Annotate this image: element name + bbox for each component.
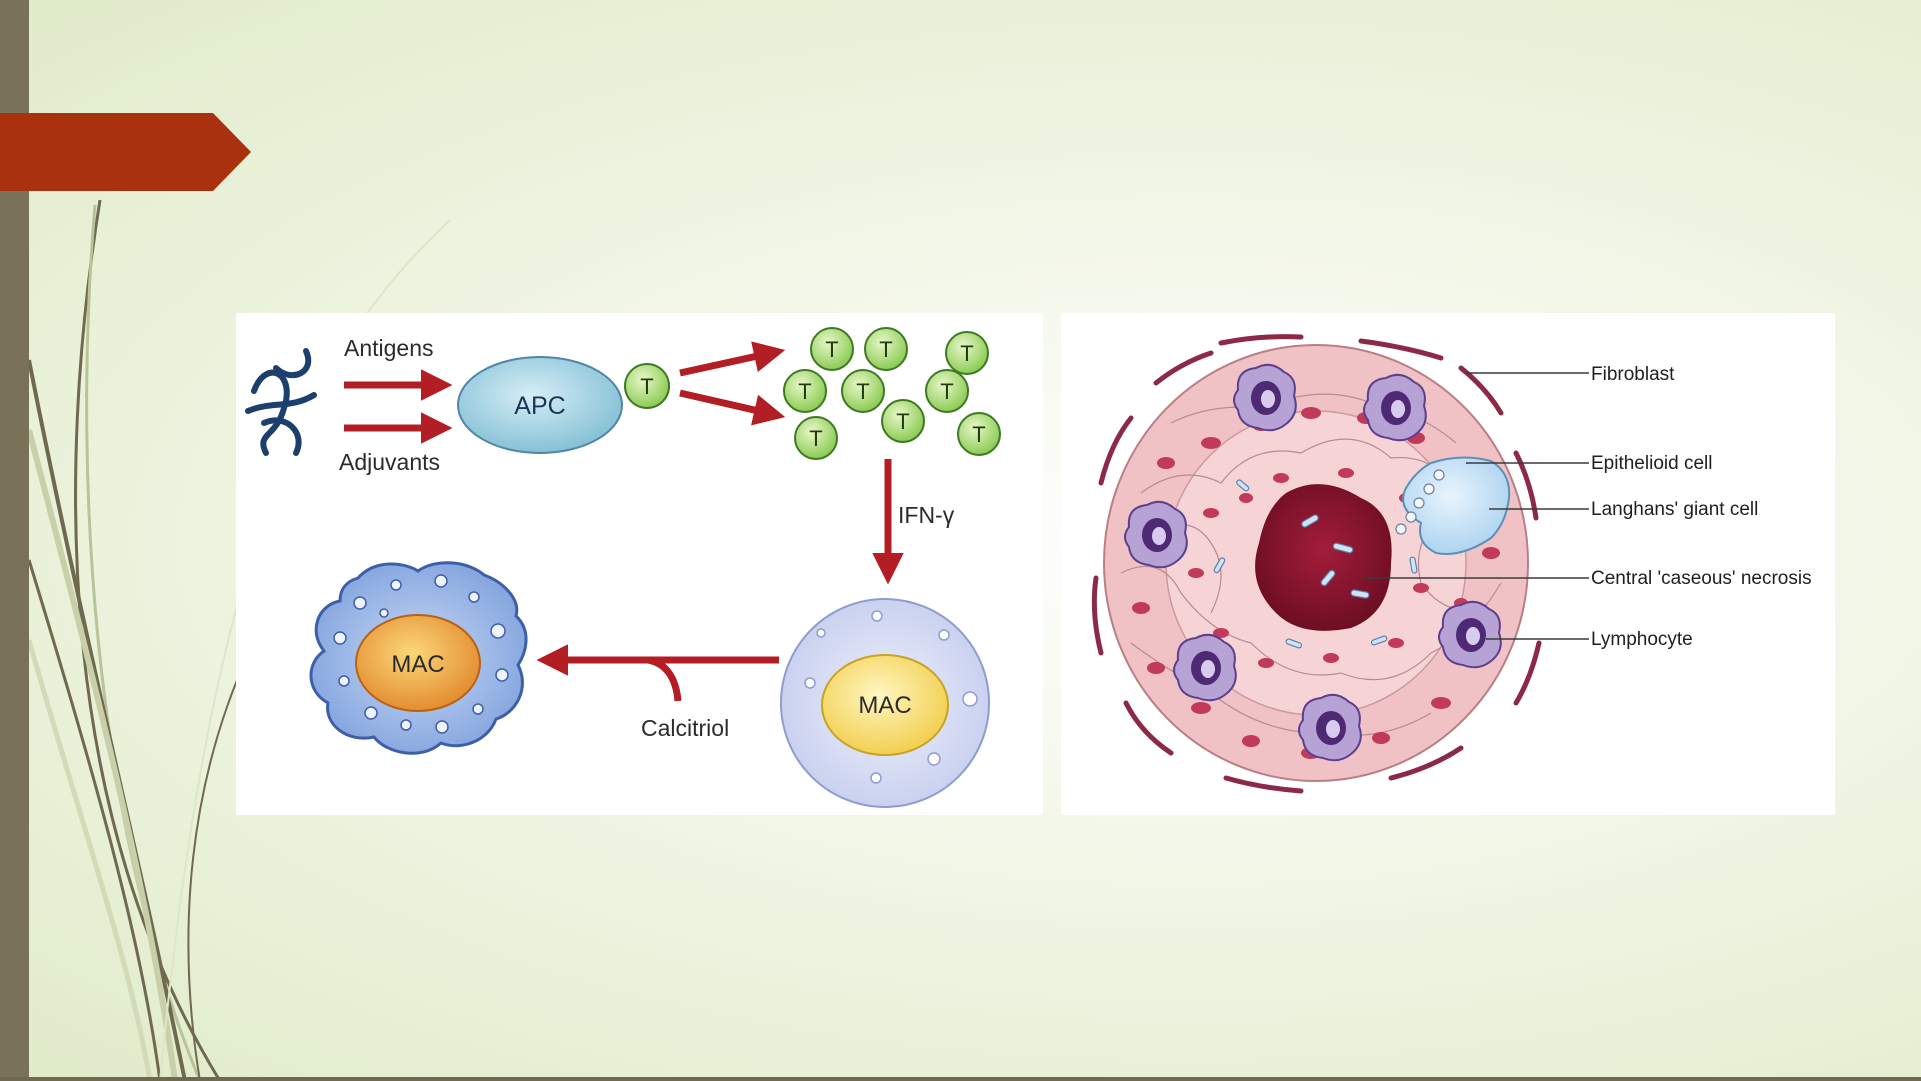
antigens-label: Antigens (344, 335, 434, 361)
t-cell-label: T (896, 409, 909, 434)
antigen-squiggle-icon (248, 351, 314, 453)
fibroblast-label: Fibroblast (1591, 364, 1675, 385)
t-cell-label: T (960, 341, 973, 366)
caseous-necrosis-core (1255, 484, 1392, 631)
epithelioid-label: Epithelioid cell (1591, 453, 1712, 474)
immune-diagram-canvas: Antigens Adjuvants APC T T T T T (236, 313, 1043, 815)
adjuvants-label: Adjuvants (339, 449, 440, 475)
t-cell-label: T (940, 379, 953, 404)
title-accent-arrow (0, 113, 251, 191)
necrosis-label: Central 'caseous' necrosis (1591, 568, 1812, 589)
t-cell-label: T (972, 422, 985, 447)
lymphocyte-label: Lymphocyte (1591, 629, 1693, 650)
t-cell-label: T (879, 337, 892, 362)
t-cell-label: T (809, 426, 822, 451)
t-cell-label: T (856, 379, 869, 404)
granuloma-canvas: Fibroblast Epithelioid cell Langhans' gi… (1061, 313, 1835, 815)
calcitriol-label: Calcitriol (641, 715, 729, 741)
t-cell-label: T (798, 379, 811, 404)
ifn-gamma-label: IFN-γ (898, 502, 955, 528)
bottom-border-line (0, 1077, 1921, 1081)
langhans-label: Langhans' giant cell (1591, 499, 1758, 520)
calcitriol-hook (648, 660, 678, 701)
t-expansion-arrow-down (680, 393, 776, 415)
activated-mac-label: MAC (391, 651, 444, 678)
resting-mac-label: MAC (858, 692, 911, 719)
granuloma-diagram: Fibroblast Epithelioid cell Langhans' gi… (1061, 313, 1835, 815)
t-expansion-arrow-up (680, 352, 776, 373)
t-cell-cluster: T T T T T T T T T T (784, 328, 1000, 459)
t-cell-label: T (825, 337, 838, 362)
immune-response-diagram: Antigens Adjuvants APC T T T T T (236, 313, 1043, 815)
apc-label: APC (514, 392, 565, 420)
t-cell-attached-label: T (640, 374, 653, 399)
